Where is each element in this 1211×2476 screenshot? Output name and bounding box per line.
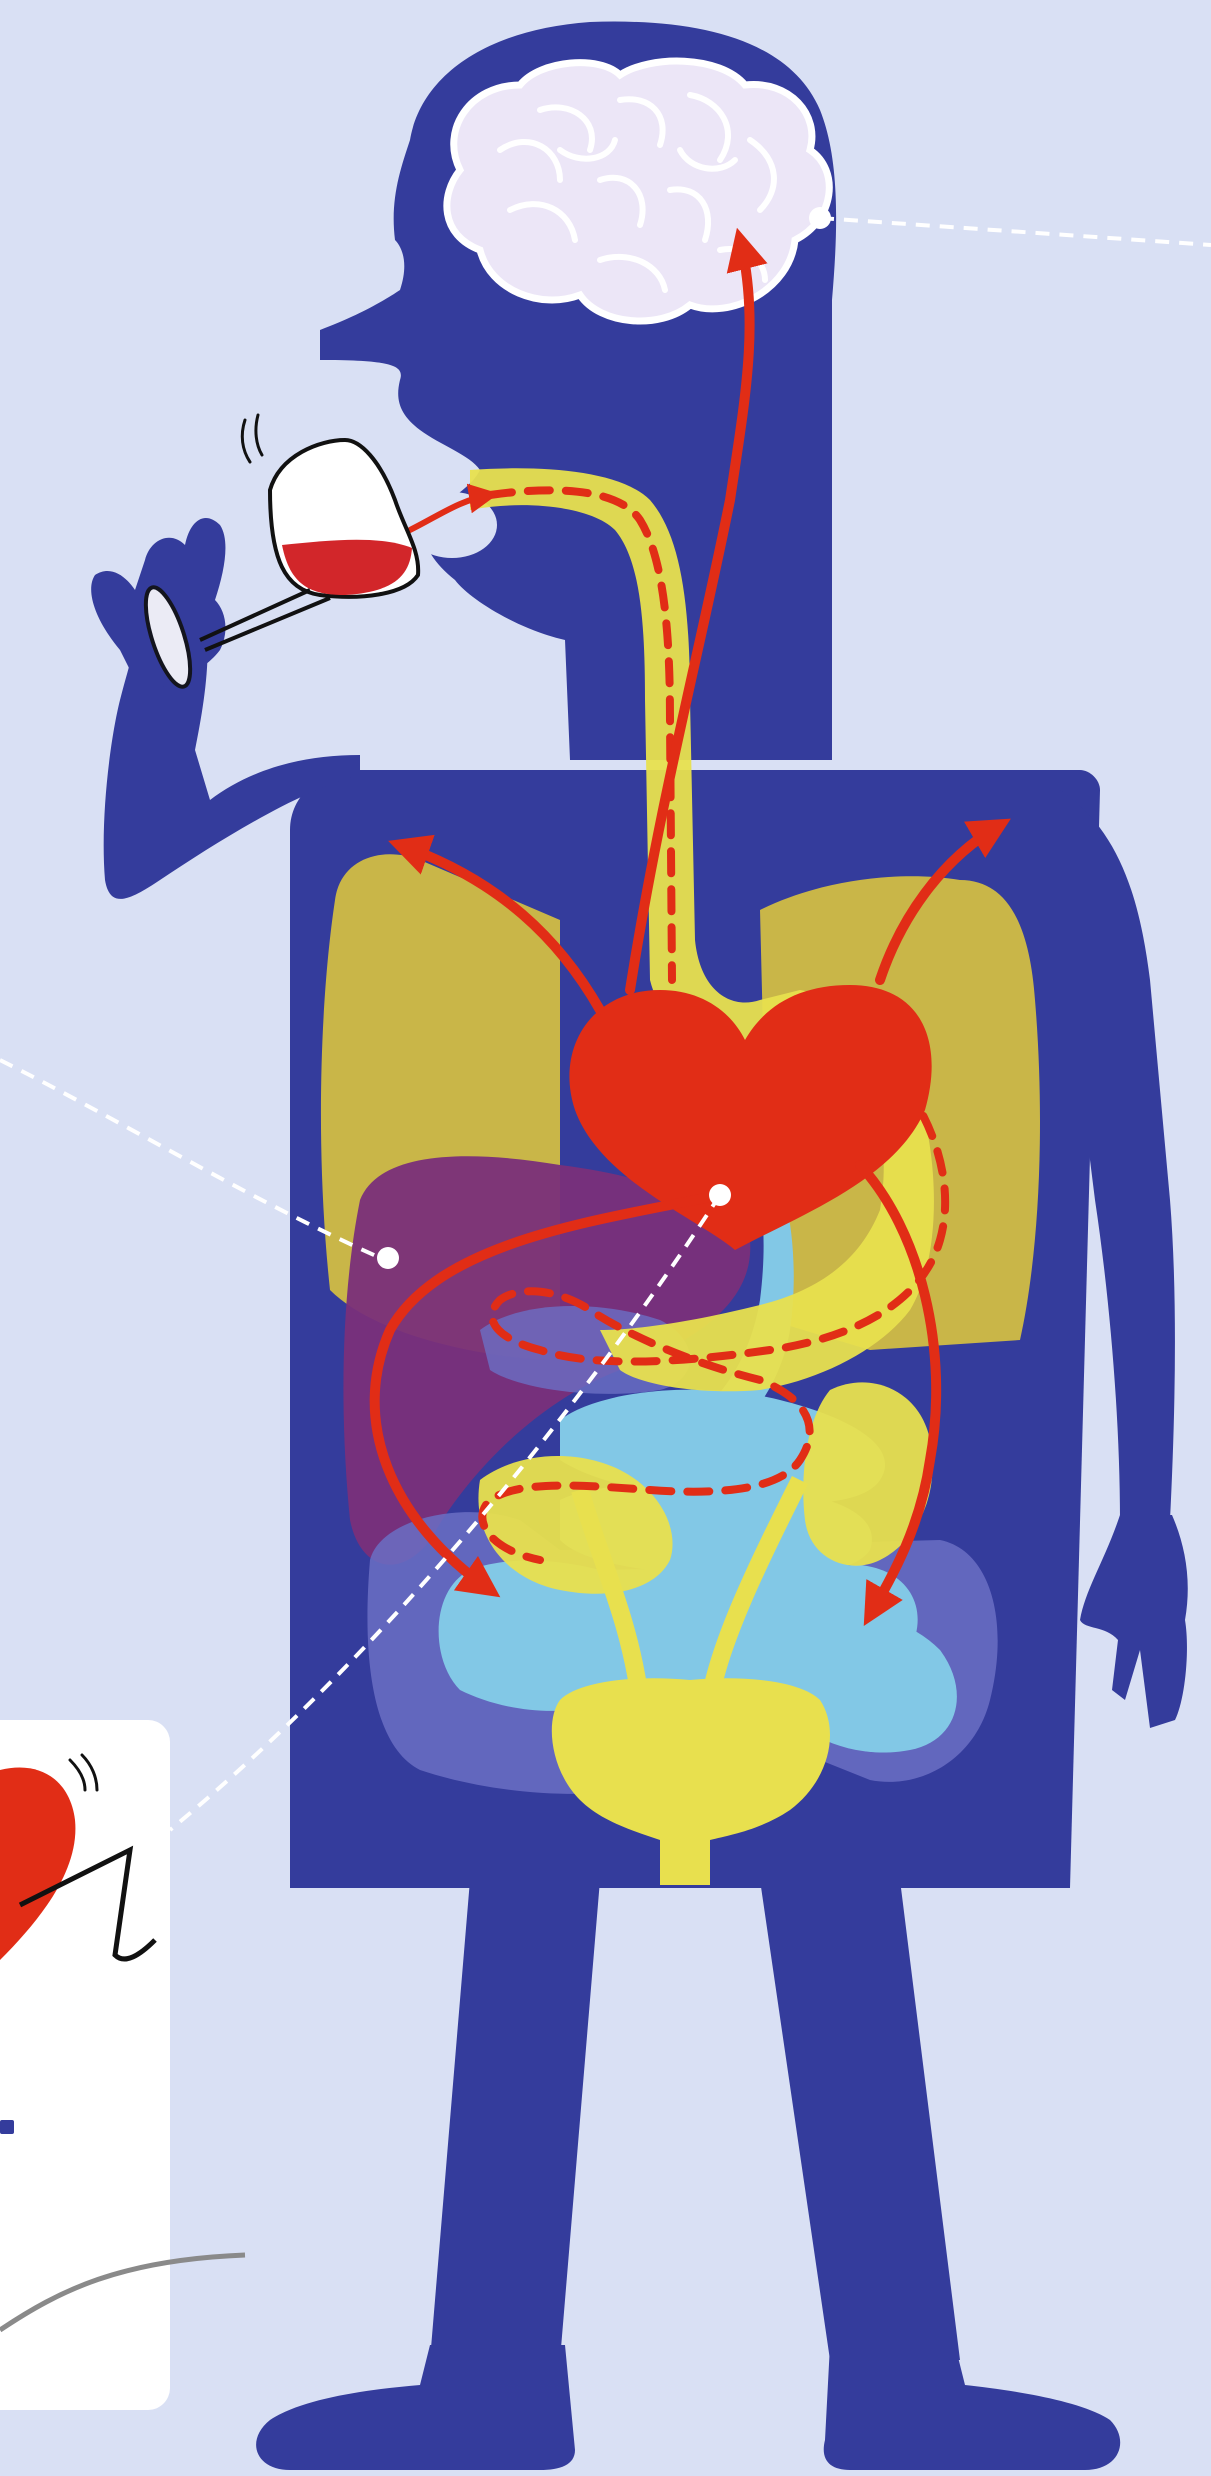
liver-callout-dot bbox=[377, 1247, 399, 1269]
brain-icon bbox=[447, 61, 829, 321]
inset-small-mark bbox=[0, 2120, 14, 2134]
brain-callout-dot bbox=[809, 207, 831, 229]
heart-callout-dot bbox=[709, 1184, 731, 1206]
